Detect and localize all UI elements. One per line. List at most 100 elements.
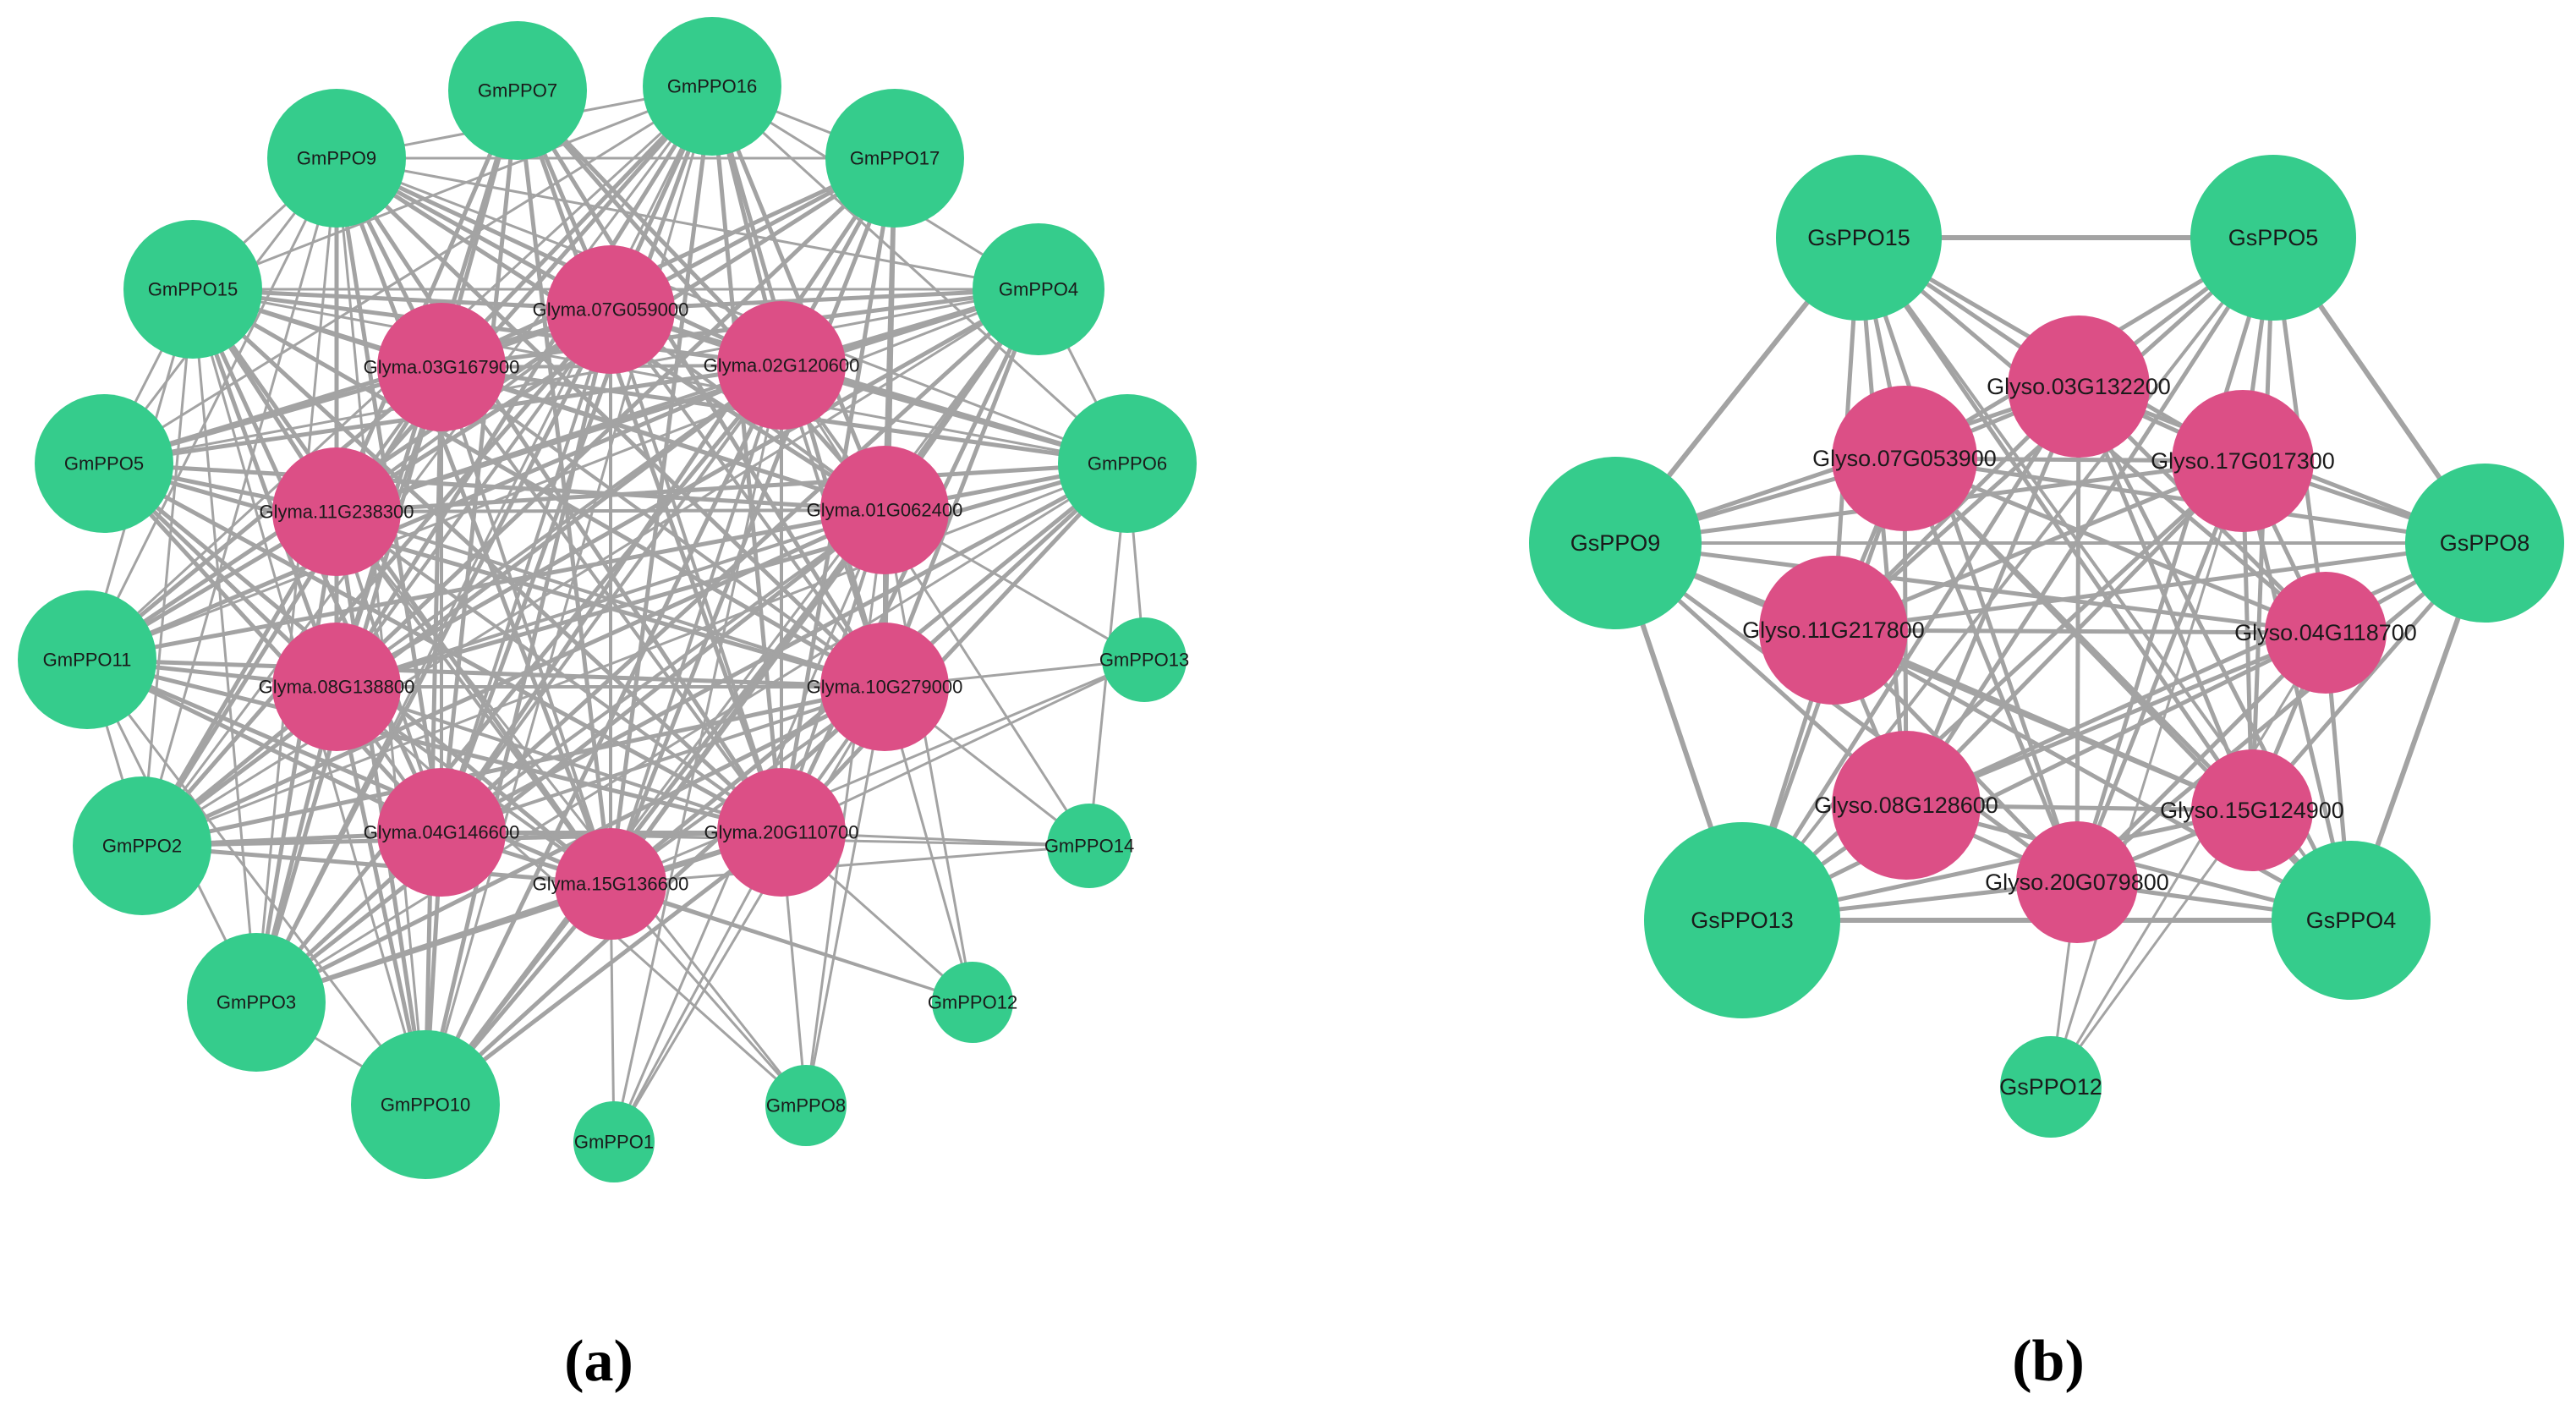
edge	[1856, 235, 2255, 813]
node-label: GmPPO17	[850, 148, 940, 169]
green-node-gmppo2	[73, 776, 211, 915]
pink-node-glyma-11g238300	[272, 447, 401, 576]
edge	[1613, 540, 2328, 635]
pink-node-glyma-03g167900	[377, 303, 506, 431]
edge	[190, 287, 613, 886]
green-node-gsppo8	[2405, 464, 2564, 623]
green-node-gmppo12	[932, 962, 1013, 1043]
edge	[254, 684, 887, 1005]
edge	[2075, 235, 2276, 885]
edge	[140, 288, 195, 848]
node-label: Glyma.07G059000	[533, 299, 689, 321]
edge	[710, 85, 1129, 465]
node-label: Glyso.20G079800	[1985, 870, 2169, 895]
green-node-gmppo14	[1047, 804, 1132, 888]
green-node-gmppo5	[35, 394, 173, 533]
node-label: GmPPO13	[1099, 650, 1189, 671]
pink-node-glyso-07g053900	[1832, 386, 1977, 531]
edge	[102, 85, 714, 465]
green-node-gmppo10	[351, 1030, 500, 1179]
edge	[335, 510, 808, 1107]
node-label: GmPPO11	[43, 650, 132, 671]
pink-node-glyso-15g124900	[2191, 749, 2313, 871]
node-label: Glyma.11G238300	[259, 502, 414, 523]
green-node-gmppo8	[765, 1065, 847, 1146]
edge	[710, 84, 784, 835]
edge	[2075, 540, 2487, 885]
edge	[255, 462, 1129, 1004]
node-label: GmPPO8	[766, 1095, 846, 1116]
edge	[255, 288, 1040, 1004]
edge	[1904, 235, 2276, 808]
green-node-gmppo15	[123, 220, 262, 359]
pink-node-glyma-01g062400	[820, 446, 949, 574]
pink-node-glyma-20g110700	[717, 768, 846, 897]
pink-node-glyso-20g079800	[2016, 821, 2138, 943]
node-label: GmPPO16	[667, 76, 757, 97]
panel-a-label: (a)	[564, 1329, 633, 1394]
edge	[424, 85, 714, 1106]
edge	[439, 461, 1130, 835]
green-node-gmppo13	[1102, 617, 1187, 702]
edge	[1902, 456, 2080, 885]
node-label: Glyso.03G132200	[1987, 374, 2171, 399]
edge	[85, 156, 338, 661]
green-node-gsppo12	[2000, 1036, 2102, 1138]
node-label: GmPPO7	[478, 80, 557, 101]
node-label: GsPPO15	[1807, 225, 1910, 250]
edge	[1831, 540, 2487, 633]
node-label: Glyso.15G124900	[2160, 798, 2344, 823]
edge	[1856, 235, 2080, 885]
node-label: GmPPO14	[1044, 836, 1134, 857]
edge	[608, 287, 1041, 886]
edge	[515, 88, 613, 886]
edge	[101, 461, 887, 513]
pink-node-glyma-08g138800	[272, 623, 401, 751]
edge	[612, 364, 783, 1144]
node-label: GmPPO6	[1088, 453, 1167, 475]
node-label: Glyso.07G053900	[1812, 446, 1997, 471]
edge	[85, 365, 444, 662]
node-label: GmPPO3	[216, 992, 296, 1013]
edge	[335, 685, 783, 834]
pink-node-glyso-03g132200	[2008, 315, 2150, 458]
green-node-gsppo9	[1529, 457, 1702, 629]
edge	[423, 830, 784, 1107]
edge	[140, 363, 784, 848]
green-node-gmppo7	[448, 21, 587, 160]
pink-node-glyma-07g059000	[546, 245, 675, 374]
edge	[334, 287, 1041, 514]
node-label: Glyma.01G062400	[807, 500, 963, 521]
edge	[1740, 630, 2328, 923]
node-label: GmPPO15	[148, 279, 238, 300]
green-node-gmppo17	[825, 89, 964, 228]
green-node-gmppo16	[643, 17, 781, 156]
edge	[334, 156, 887, 689]
edge	[1902, 456, 2328, 635]
green-node-gmppo6	[1058, 394, 1197, 533]
green-node-gmppo3	[187, 933, 326, 1072]
edge	[254, 363, 784, 1005]
pink-node-glyso-08g128600	[1832, 731, 1981, 880]
edge	[1904, 540, 2487, 808]
edge	[780, 364, 1091, 848]
edge	[335, 156, 427, 1106]
node-label: GsPPO5	[2228, 225, 2319, 250]
edge	[334, 84, 715, 689]
panel-b-label: (b)	[2012, 1329, 2085, 1394]
edge	[1613, 540, 2080, 885]
edge	[140, 288, 1040, 848]
edge	[804, 508, 886, 1107]
edge	[191, 288, 258, 1004]
node-label: GmPPO2	[102, 836, 182, 857]
node-label: Glyso.17G017300	[2151, 448, 2335, 474]
pink-node-glyma-15g136600	[555, 828, 666, 940]
edge	[882, 287, 1041, 689]
node-label: Glyma.08G138800	[259, 677, 415, 698]
edge	[85, 288, 1040, 661]
edge	[335, 156, 1040, 291]
node-label: GmPPO1	[574, 1132, 654, 1153]
edge	[255, 85, 714, 1004]
